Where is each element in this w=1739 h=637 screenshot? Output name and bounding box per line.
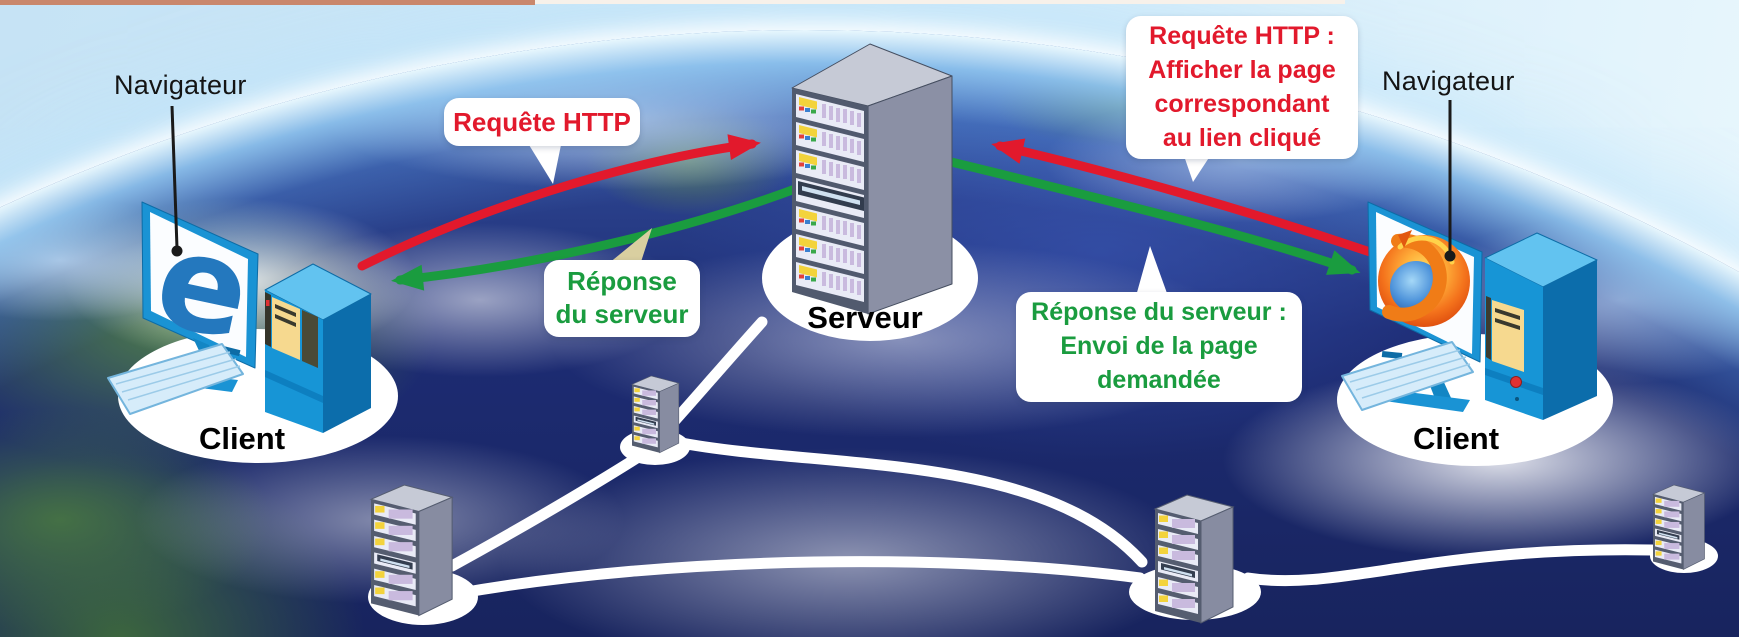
relay-server-d	[1652, 484, 1705, 570]
response-arrow-left	[391, 167, 843, 291]
keyboard-right	[1341, 341, 1474, 411]
relay-server-b	[631, 375, 680, 454]
network-link	[446, 450, 646, 572]
request-bubble-right: Requête HTTP : Afficher la page correspo…	[1126, 16, 1358, 159]
bubble-line: Requête HTTP :	[1149, 22, 1335, 50]
response-bubble-right: Réponse du serveur : Envoi de la page de…	[1016, 292, 1302, 402]
client-label-left: Client	[198, 421, 286, 456]
monitor-right	[1367, 201, 1483, 363]
server-label: Serveur	[807, 300, 923, 335]
bubble-tail-request-left	[526, 140, 562, 184]
request-arrow-right	[991, 138, 1375, 257]
relay-server-c	[1154, 494, 1234, 624]
bubble-tail-response-left	[603, 228, 652, 268]
server-rack-units	[796, 94, 864, 302]
network-links	[446, 316, 1658, 600]
response-bubble-left: Réponse du serveur	[544, 260, 700, 337]
response-arrow-right	[930, 153, 1361, 275]
bubble-line: Réponse	[567, 266, 677, 296]
bubble-line: Afficher la page	[1148, 56, 1336, 84]
network-link	[449, 556, 1146, 600]
bubble-line: correspondant	[1154, 90, 1330, 118]
bubble-line: au lien cliqué	[1162, 124, 1322, 152]
client-label-right: Client	[1412, 421, 1500, 456]
desktop-tower-right	[1484, 232, 1598, 420]
keyboard-left	[107, 343, 244, 415]
bubble-line: du serveur	[555, 299, 689, 329]
bubble-tail-response-right	[1136, 246, 1168, 296]
bubble-line: demandée	[1097, 366, 1221, 394]
browser-label-right: Navigateur	[1382, 66, 1515, 96]
browser-label-left: Navigateur	[114, 70, 247, 100]
request-bubble-left: Requête HTTP	[444, 98, 640, 146]
page-edge-bar	[0, 0, 535, 5]
power-button	[1510, 376, 1522, 388]
page-edge-bar-light	[535, 0, 1345, 4]
network-link	[670, 436, 1148, 568]
request-arrow-left	[357, 134, 761, 271]
relay-server-a	[370, 484, 453, 617]
network-link	[1242, 544, 1658, 587]
bubble-line: Réponse du serveur :	[1031, 298, 1287, 326]
http-arrows	[357, 134, 1375, 291]
bubble-line: Envoi de la page	[1060, 332, 1258, 360]
desktop-tower-left	[264, 263, 372, 433]
pointer-dot-left	[171, 245, 183, 257]
pointer-dot-right	[1444, 250, 1456, 262]
pointer-line-left	[170, 105, 179, 249]
bubble-line: Requête HTTP	[453, 107, 631, 137]
main-server-illustration	[791, 43, 953, 315]
